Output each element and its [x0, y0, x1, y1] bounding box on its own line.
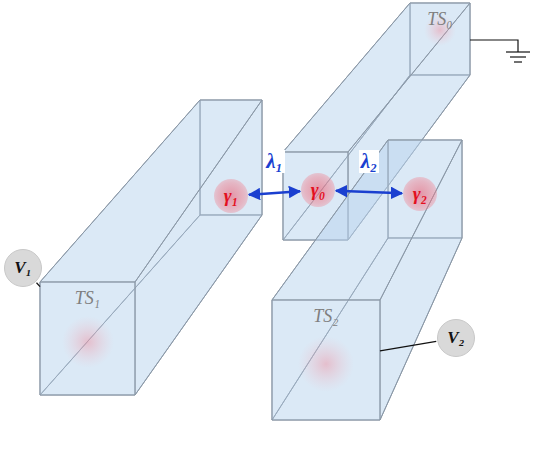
ts1-bar: [40, 100, 262, 395]
mode-label: γ₁: [224, 185, 239, 207]
end-glow: [62, 316, 114, 368]
ts2-bar-end: TS₂γ₂: [272, 300, 380, 420]
mode-label: γ₀: [311, 179, 326, 201]
bar-label: TS₂: [272, 306, 380, 327]
ts1-bar-end: TS₁γ₁: [40, 282, 135, 395]
majorana-mode: γ₂: [403, 177, 437, 211]
voltage-gate: V₂: [437, 319, 475, 357]
coupling-label: λ₁: [264, 150, 285, 173]
majorana-mode: γ₀: [301, 173, 335, 207]
voltage-label: V₁: [14, 258, 31, 278]
voltage-label: V₂: [447, 328, 464, 348]
end-glow: [298, 336, 354, 392]
ts2-bar: [272, 140, 462, 420]
coupling-arrow: [336, 191, 402, 194]
ts0-bar-end: TS₀γ₀: [410, 3, 470, 75]
gate-wire: [37, 283, 40, 287]
voltage-gate: V₁: [4, 249, 42, 287]
bar-label: TS₁: [40, 288, 135, 309]
majorana-mode: γ₁: [214, 179, 248, 213]
coupling-arrow: [249, 191, 300, 195]
bar-label: TS₀: [410, 9, 470, 30]
ground-symbol: [470, 40, 530, 62]
coupling-label: λ₂: [359, 150, 380, 173]
mode-label: γ₂: [413, 183, 428, 205]
gate-wire: [380, 341, 436, 351]
